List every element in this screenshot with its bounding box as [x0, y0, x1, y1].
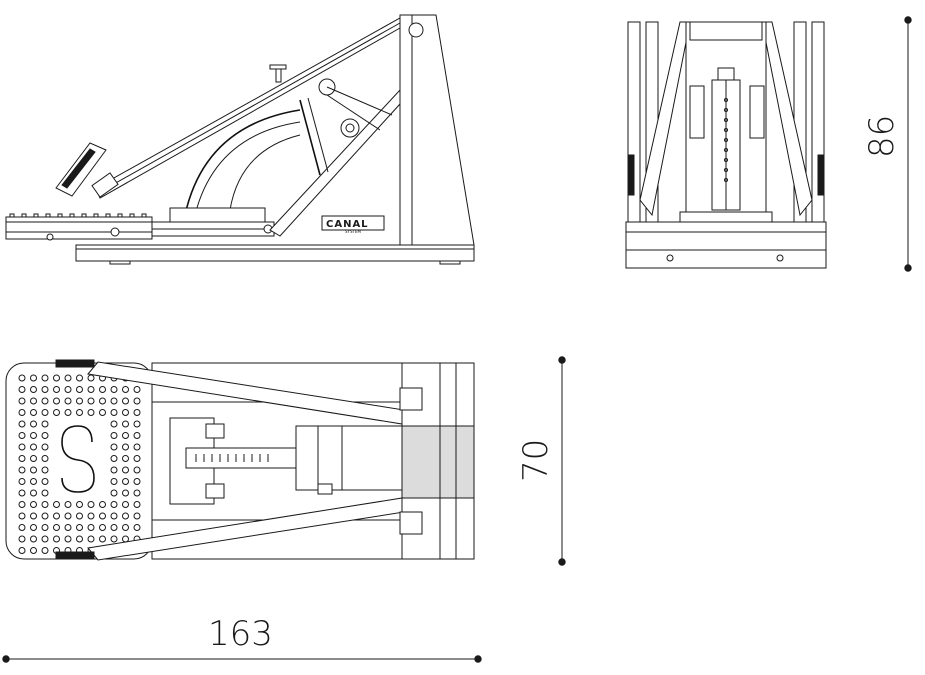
side-view: CANAL SYSTEM [5, 14, 475, 265]
side-rear-upright [399, 14, 475, 246]
top-center-rail [185, 447, 297, 469]
dimension-height: 86 [862, 16, 912, 272]
dimension-width-label: 70 [516, 439, 556, 482]
side-pedal-head [55, 142, 119, 198]
dimension-width: 70 [516, 356, 566, 566]
brand-logo-subtext: SYSTEM [345, 229, 361, 234]
side-pivot-hole [408, 22, 424, 38]
top-footplate-holes [18, 374, 141, 554]
side-brand-logo: CANAL SYSTEM [321, 215, 385, 234]
brand-logo-text: CANAL [326, 219, 369, 230]
side-base-plate [75, 244, 475, 262]
side-footplate [5, 216, 153, 240]
front-view [625, 21, 827, 269]
dimension-length: 163 [2, 614, 482, 663]
top-footplate-logo [61, 425, 95, 493]
side-footplate-teeth [9, 213, 147, 217]
dimension-height-label: 86 [862, 115, 902, 158]
dimension-length-label: 163 [208, 614, 273, 654]
top-view [5, 359, 475, 561]
